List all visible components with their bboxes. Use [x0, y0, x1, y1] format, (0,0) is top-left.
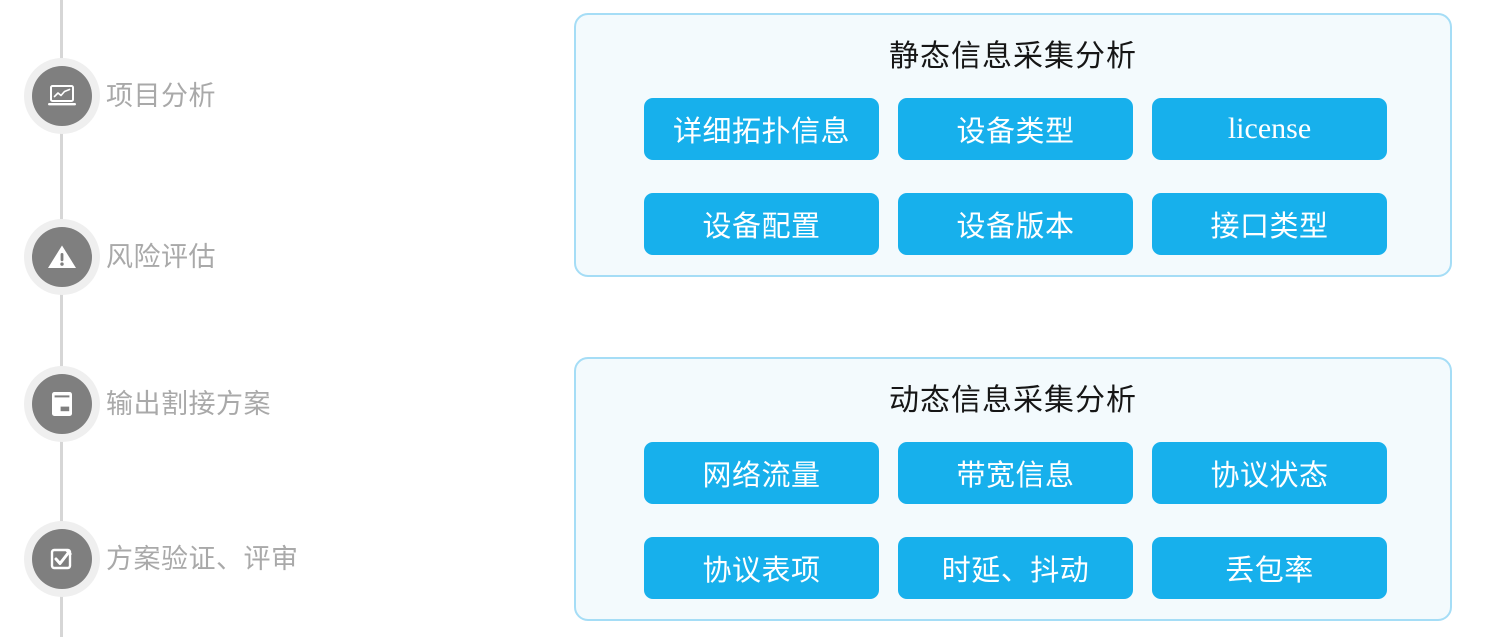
process-timeline: 项目分析 风险评估 输出割接方案 — [0, 0, 560, 637]
chip-grid: 网络流量 带宽信息 协议状态 协议表项 时延、抖动 丢包率 — [644, 442, 1387, 599]
chip-device-version[interactable]: 设备版本 — [898, 193, 1133, 255]
timeline-axis-line — [60, 0, 63, 637]
checkbox-edit-icon — [32, 529, 92, 589]
timeline-item-label: 项目分析 — [106, 81, 216, 111]
chip-grid: 详细拓扑信息 设备类型 license 设备配置 设备版本 接口类型 — [644, 98, 1387, 255]
laptop-chart-icon — [32, 66, 92, 126]
chip-detailed-topology-info[interactable]: 详细拓扑信息 — [644, 98, 879, 160]
timeline-node — [24, 219, 100, 295]
chip-protocol-table[interactable]: 协议表项 — [644, 537, 879, 599]
timeline-item-label: 输出割接方案 — [106, 389, 271, 419]
document-book-icon — [32, 374, 92, 434]
warning-triangle-icon — [32, 227, 92, 287]
timeline-node — [24, 521, 100, 597]
static-info-collection-panel: 静态信息采集分析 详细拓扑信息 设备类型 license 设备配置 设备版本 接… — [574, 13, 1452, 277]
timeline-node — [24, 366, 100, 442]
chip-device-type[interactable]: 设备类型 — [898, 98, 1133, 160]
timeline-node — [24, 58, 100, 134]
chip-bandwidth-info[interactable]: 带宽信息 — [898, 442, 1133, 504]
chip-protocol-status[interactable]: 协议状态 — [1152, 442, 1387, 504]
timeline-item-label: 方案验证、评审 — [106, 544, 299, 574]
timeline-item-label: 风险评估 — [106, 242, 216, 272]
chip-latency-jitter[interactable]: 时延、抖动 — [898, 537, 1133, 599]
chip-interface-type[interactable]: 接口类型 — [1152, 193, 1387, 255]
chip-network-traffic[interactable]: 网络流量 — [644, 442, 879, 504]
chip-license[interactable]: license — [1152, 98, 1387, 160]
dynamic-info-collection-panel: 动态信息采集分析 网络流量 带宽信息 协议状态 协议表项 时延、抖动 丢包率 — [574, 357, 1452, 621]
chip-device-config[interactable]: 设备配置 — [644, 193, 879, 255]
chip-packet-loss-rate[interactable]: 丢包率 — [1152, 537, 1387, 599]
panel-title: 动态信息采集分析 — [889, 384, 1137, 417]
panel-title: 静态信息采集分析 — [889, 40, 1137, 73]
